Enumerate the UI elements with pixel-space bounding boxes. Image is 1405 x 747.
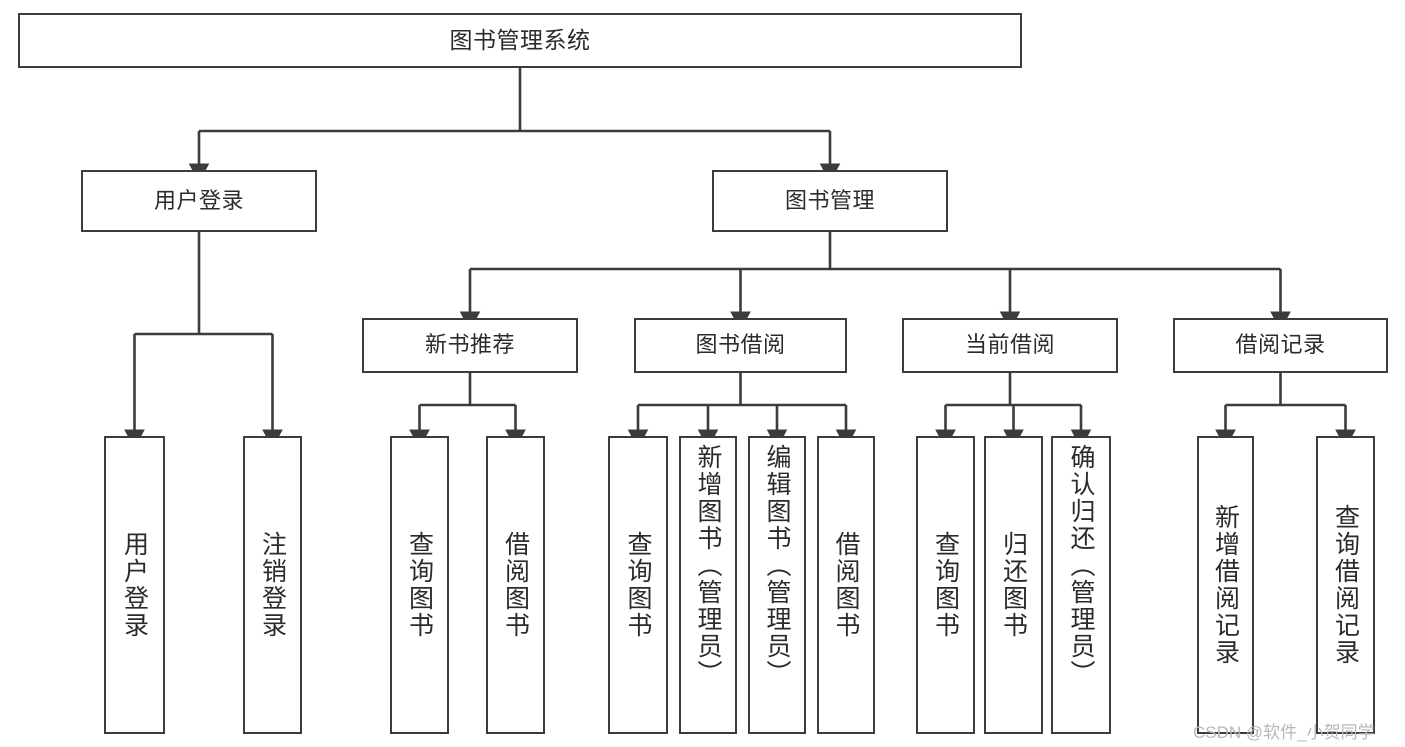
- node-book-borrow[interactable]: 图书借阅: [634, 318, 847, 373]
- node-new-book-recommend[interactable]: 新书推荐: [362, 318, 578, 373]
- node-book-manage[interactable]: 图书管理: [712, 170, 948, 232]
- node-label-user-login: 用户登录: [153, 187, 244, 213]
- node-label-leaf-confirm-return: 确认归还（管理员）: [1067, 444, 1095, 687]
- node-leaf-return-book[interactable]: 归还图书: [984, 436, 1043, 734]
- node-leaf-borrow-book-2[interactable]: 借阅图书: [817, 436, 875, 734]
- node-leaf-borrow-book-1[interactable]: 借阅图书: [486, 436, 545, 734]
- node-label-leaf-borrow-book-1: 借阅图书: [501, 531, 530, 639]
- node-label-leaf-query-record: 查询借阅记录: [1331, 504, 1360, 666]
- node-label-leaf-add-book: 新增图书（管理员）: [694, 444, 722, 687]
- node-leaf-query-book-1[interactable]: 查询图书: [390, 436, 449, 734]
- watermark-text: CSDN @软件_小贺同学: [1193, 723, 1375, 742]
- node-label-borrow-record: 借阅记录: [1235, 332, 1326, 358]
- node-label-book-manage: 图书管理: [784, 187, 875, 213]
- node-leaf-query-book-3[interactable]: 查询图书: [916, 436, 975, 734]
- node-leaf-user-login[interactable]: 用户登录: [104, 436, 165, 734]
- node-leaf-user-logout[interactable]: 注销登录: [243, 436, 302, 734]
- node-user-login[interactable]: 用户登录: [81, 170, 317, 232]
- node-label-leaf-user-logout: 注销登录: [258, 531, 287, 639]
- node-label-leaf-edit-book: 编辑图书（管理员）: [763, 444, 791, 687]
- connector-lines: [124, 68, 1356, 449]
- node-leaf-query-record[interactable]: 查询借阅记录: [1316, 436, 1375, 734]
- node-label-root: 图书管理系统: [449, 26, 591, 53]
- node-label-leaf-return-book: 归还图书: [999, 531, 1028, 639]
- node-leaf-add-book[interactable]: 新增图书（管理员）: [679, 436, 737, 734]
- node-current-borrow[interactable]: 当前借阅: [902, 318, 1118, 373]
- node-leaf-confirm-return[interactable]: 确认归还（管理员）: [1051, 436, 1111, 734]
- node-leaf-edit-book[interactable]: 编辑图书（管理员）: [748, 436, 806, 734]
- node-label-leaf-query-book-1: 查询图书: [405, 531, 434, 639]
- node-root[interactable]: 图书管理系统: [18, 13, 1022, 68]
- node-label-leaf-user-login: 用户登录: [120, 531, 149, 639]
- node-label-leaf-query-book-2: 查询图书: [624, 531, 652, 639]
- node-label-new-book-recommend: 新书推荐: [424, 332, 515, 358]
- node-leaf-add-record[interactable]: 新增借阅记录: [1197, 436, 1254, 734]
- node-label-current-borrow: 当前借阅: [964, 332, 1055, 358]
- node-label-book-borrow: 图书借阅: [695, 332, 786, 358]
- node-label-leaf-add-record: 新增借阅记录: [1211, 504, 1240, 666]
- node-label-leaf-query-book-3: 查询图书: [931, 531, 960, 639]
- node-leaf-query-book-2[interactable]: 查询图书: [608, 436, 668, 734]
- node-borrow-record[interactable]: 借阅记录: [1173, 318, 1388, 373]
- node-label-leaf-borrow-book-2: 借阅图书: [832, 531, 860, 639]
